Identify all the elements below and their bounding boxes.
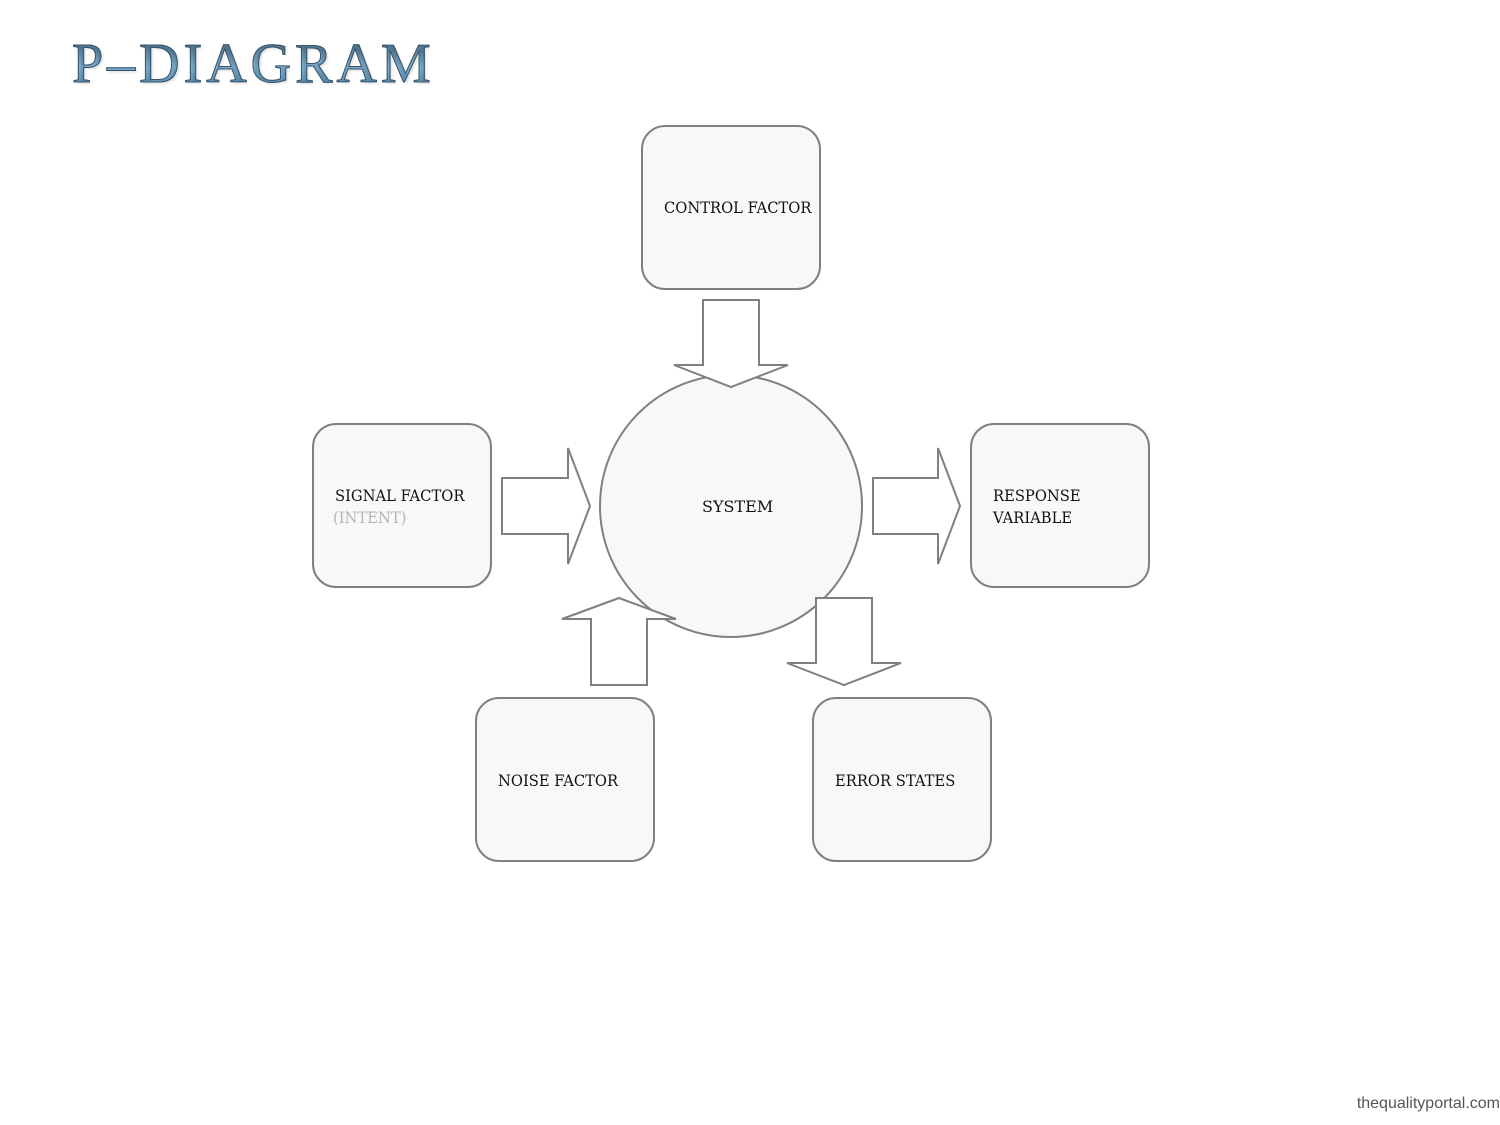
control-factor-box	[641, 125, 821, 290]
noise-factor-label: NOISE FACTOR	[498, 771, 619, 790]
footer-source-text: thequalityportal.com	[1356, 1095, 1500, 1112]
response-variable-label-line1: RESPONSE	[993, 486, 1081, 505]
response-variable-box	[970, 423, 1150, 588]
arrow-control-to-system	[673, 299, 789, 389]
signal-factor-label: SIGNAL FACTOR	[335, 486, 465, 505]
arrow-system-to-error	[786, 597, 902, 687]
signal-factor-box	[312, 423, 492, 588]
signal-factor-intent-label: (INTENT)	[333, 508, 407, 527]
arrow-noise-to-system	[561, 596, 677, 686]
arrow-signal-to-system	[501, 447, 592, 565]
page-title: P–DIAGRAM	[72, 33, 435, 95]
system-label: SYSTEM	[702, 497, 774, 516]
error-states-box	[812, 697, 992, 862]
control-factor-label: CONTROL FACTOR	[664, 198, 812, 217]
response-variable-label-line2: VARIABLE	[993, 508, 1073, 527]
arrow-system-to-response	[872, 447, 962, 565]
noise-factor-box	[475, 697, 655, 862]
error-states-label: ERROR STATES	[835, 771, 956, 790]
